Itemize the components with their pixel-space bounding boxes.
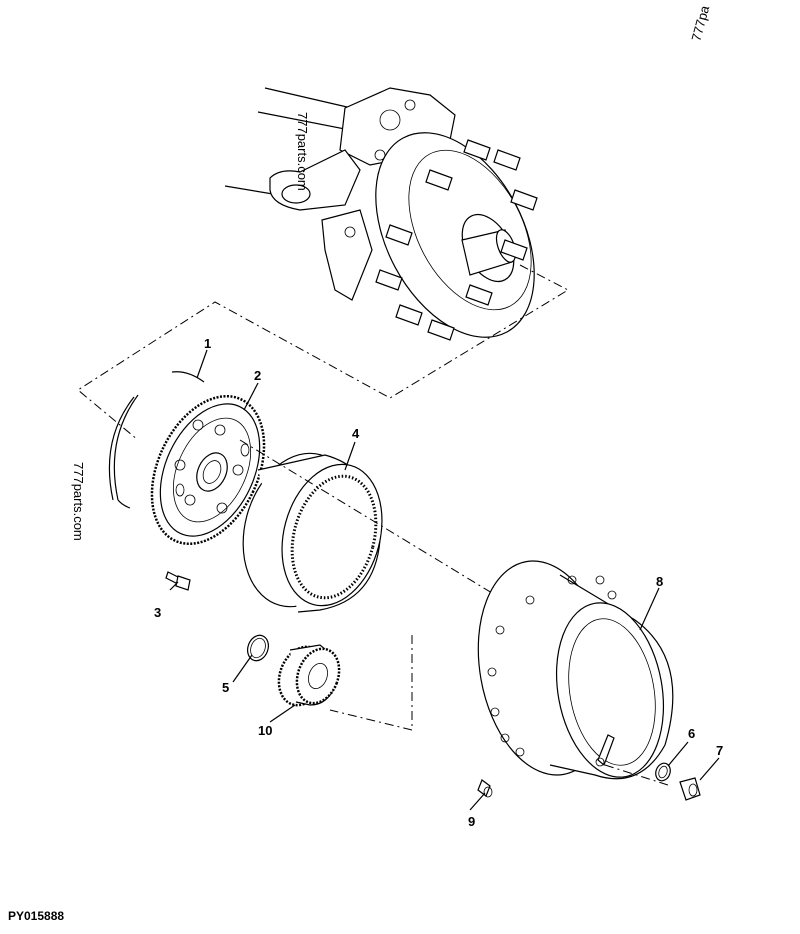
- watermark-text-3: 777pa: [688, 3, 712, 43]
- assembly-dashed-outline: [77, 264, 570, 441]
- part-10-planet-gear: [277, 644, 341, 707]
- callout-6: 6: [688, 726, 695, 741]
- part-8-planetary-housing: [477, 560, 674, 780]
- callout-8: 8: [656, 574, 663, 589]
- part-7-plug: [679, 777, 701, 801]
- leader-lines: [169, 349, 720, 811]
- figure-id: PY015888: [8, 909, 65, 923]
- part-9-screw: [477, 779, 493, 798]
- callout-5: 5: [222, 680, 229, 695]
- watermark-text-1: 777parts.com: [295, 112, 310, 191]
- steering-knuckle-hub: [224, 87, 538, 341]
- callout-9: 9: [468, 814, 475, 829]
- callout-7: 7: [716, 743, 723, 758]
- part-4-ring-gear: [242, 452, 383, 613]
- part-6-o-ring: [655, 762, 671, 782]
- callout-3: 3: [154, 605, 161, 620]
- watermark-text-2: 777parts.com: [71, 462, 86, 541]
- callout-10: 10: [258, 723, 272, 738]
- callout-1: 1: [204, 336, 211, 351]
- part-2-planet-carrier: [150, 394, 266, 546]
- callout-4: 4: [352, 426, 360, 441]
- callout-2: 2: [254, 368, 261, 383]
- part-1-snap-ring: [108, 371, 205, 509]
- part-5-snap-ring: [247, 634, 269, 662]
- part-3-bolt: [165, 571, 191, 591]
